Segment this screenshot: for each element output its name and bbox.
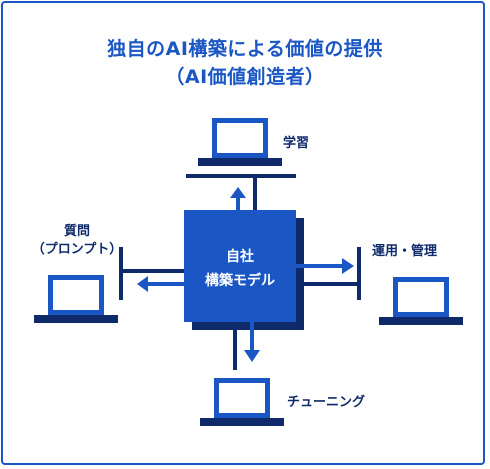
arrow-left-icon [137,276,148,292]
arrow-up-icon [230,187,246,198]
connector-right [296,247,361,300]
label-question: 質問 （プロンプト） [22,223,132,259]
diagram-title: 独自のAI構築による価値の提供 [107,38,383,60]
connector-top [186,174,296,210]
laptop-icon-top [198,118,282,166]
label-tuning: チューニング [287,395,366,410]
laptop-icon-left [34,275,118,323]
label-question-line1: 質問 [63,224,90,239]
core-label-line1: 自社 [226,248,254,265]
label-operation: 運用・管理 [372,244,438,259]
label-question-line2: （プロンプト） [31,242,123,257]
diagram-frame [1,1,485,465]
laptop-icon-bottom [200,378,284,426]
core-label-line2: 構築モデル [205,272,275,289]
core-model-box: 自社 構築モデル [184,210,304,330]
arrow-right-icon [342,258,354,274]
laptop-icon-right [379,277,463,325]
connector-bottom [233,322,260,370]
diagram-subtitle: （AI価値創造者） [165,66,325,88]
label-learning: 学習 [283,136,310,151]
connector-left [119,247,184,300]
arrow-down-icon [244,350,260,362]
